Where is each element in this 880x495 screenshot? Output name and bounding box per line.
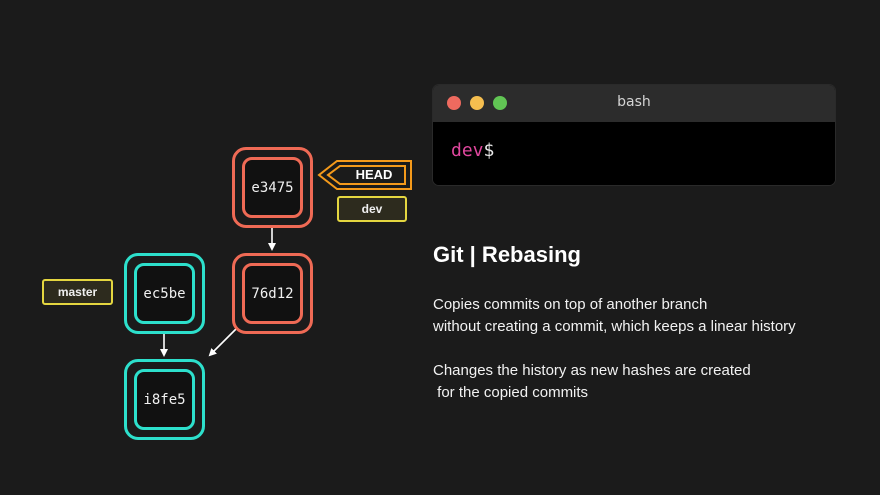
minimize-window-icon[interactable] <box>470 96 484 110</box>
head-pointer-shape <box>317 160 412 190</box>
close-window-icon[interactable] <box>447 96 461 110</box>
arrow-76d12-to-i8fe5 <box>208 328 237 357</box>
description-line-3: Changes the history as new hashes are cr… <box>433 362 751 379</box>
branch-tag-master: master <box>42 279 113 305</box>
commit-hash: ec5be <box>143 285 186 302</box>
description-line-2: without creating a commit, which keeps a… <box>433 318 796 335</box>
commit-hash: i8fe5 <box>143 391 186 408</box>
terminal-title: bash <box>617 94 651 110</box>
prompt-branch: dev <box>451 140 484 161</box>
maximize-window-icon[interactable] <box>493 96 507 110</box>
description-line-4: for the copied commits <box>433 384 589 401</box>
head-pointer-label: HEAD <box>355 167 393 182</box>
commit-76d12[interactable]: 76d12 <box>232 253 313 334</box>
commit-hash: 76d12 <box>251 285 294 302</box>
terminal-body[interactable]: dev$ <box>433 122 835 185</box>
commit-hash: e3475 <box>251 179 294 196</box>
commit-e3475[interactable]: e3475 <box>232 147 313 228</box>
commit-i8fe5[interactable]: i8fe5 <box>124 359 205 440</box>
branch-tag-dev: dev <box>337 196 407 222</box>
terminal-prompt: dev$ <box>451 140 494 161</box>
terminal-window: bash dev$ <box>433 85 835 185</box>
prompt-symbol: $ <box>483 140 495 161</box>
page-title: Git | Rebasing <box>433 242 581 267</box>
commit-ec5be[interactable]: ec5be <box>124 253 205 334</box>
terminal-titlebar: bash <box>433 85 835 122</box>
description-line-1: Copies commits on top of another branch <box>433 296 708 313</box>
